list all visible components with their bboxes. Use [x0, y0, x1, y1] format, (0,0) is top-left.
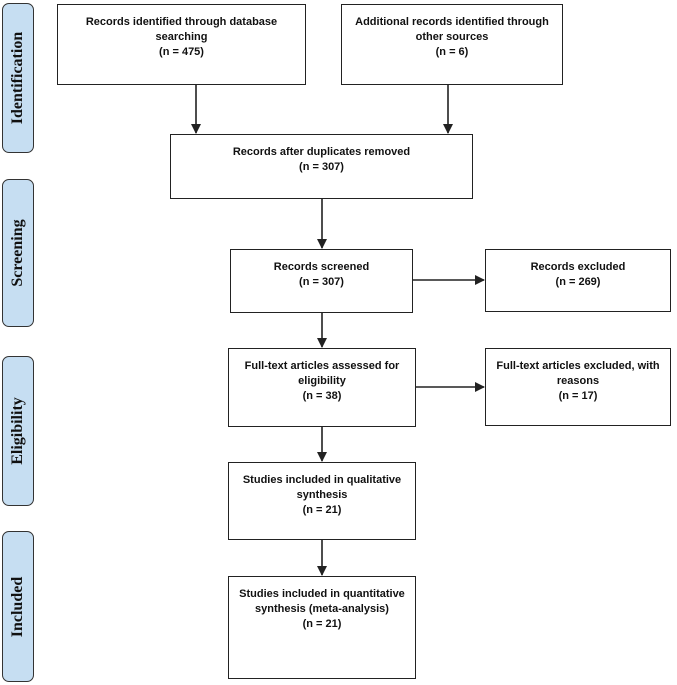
- box-records-screened: Records screened (n = 307): [230, 249, 413, 313]
- box-records-excluded: Records excluded (n = 269): [485, 249, 671, 312]
- box-other-source-records: Additional records identified through ot…: [341, 4, 563, 85]
- box-fulltext-assessed: Full-text articles assessed for eligibil…: [228, 348, 416, 427]
- box-count: (n = 269): [555, 276, 601, 288]
- box-count: (n = 307): [299, 276, 344, 288]
- stage-screening: Screening: [2, 179, 34, 327]
- box-label: Studies included in qualitative synthesi…: [242, 474, 402, 501]
- box-after-duplicates: Records after duplicates removed (n = 30…: [170, 134, 473, 199]
- stage-included: Included: [2, 531, 34, 682]
- box-label: Studies included in quantitative synthes…: [239, 588, 405, 615]
- stage-eligibility: Eligibility: [2, 356, 34, 506]
- stage-identification: Identification: [2, 3, 34, 153]
- box-count: (n = 17): [558, 390, 598, 402]
- box-qualitative-synthesis: Studies included in qualitative synthesi…: [228, 462, 416, 540]
- box-count: (n = 21): [302, 504, 342, 516]
- box-label: Records after duplicates removed: [232, 146, 411, 158]
- box-quantitative-synthesis: Studies included in quantitative synthes…: [228, 576, 416, 679]
- box-label: Records identified through database sear…: [85, 16, 278, 43]
- box-label: Full-text articles excluded, with reason…: [496, 360, 660, 387]
- box-fulltext-excluded: Full-text articles excluded, with reason…: [485, 348, 671, 426]
- box-label: Additional records identified through ot…: [355, 16, 549, 43]
- box-count: (n = 38): [302, 390, 342, 402]
- box-label: Records screened: [273, 261, 370, 273]
- box-label: Full-text articles assessed for eligibil…: [244, 360, 400, 387]
- box-count: (n = 475): [159, 46, 204, 58]
- box-label: Records excluded: [530, 261, 626, 273]
- box-count: (n = 21): [302, 618, 342, 630]
- box-count: (n = 6): [435, 46, 469, 58]
- box-count: (n = 307): [299, 161, 344, 173]
- box-database-records: Records identified through database sear…: [57, 4, 306, 85]
